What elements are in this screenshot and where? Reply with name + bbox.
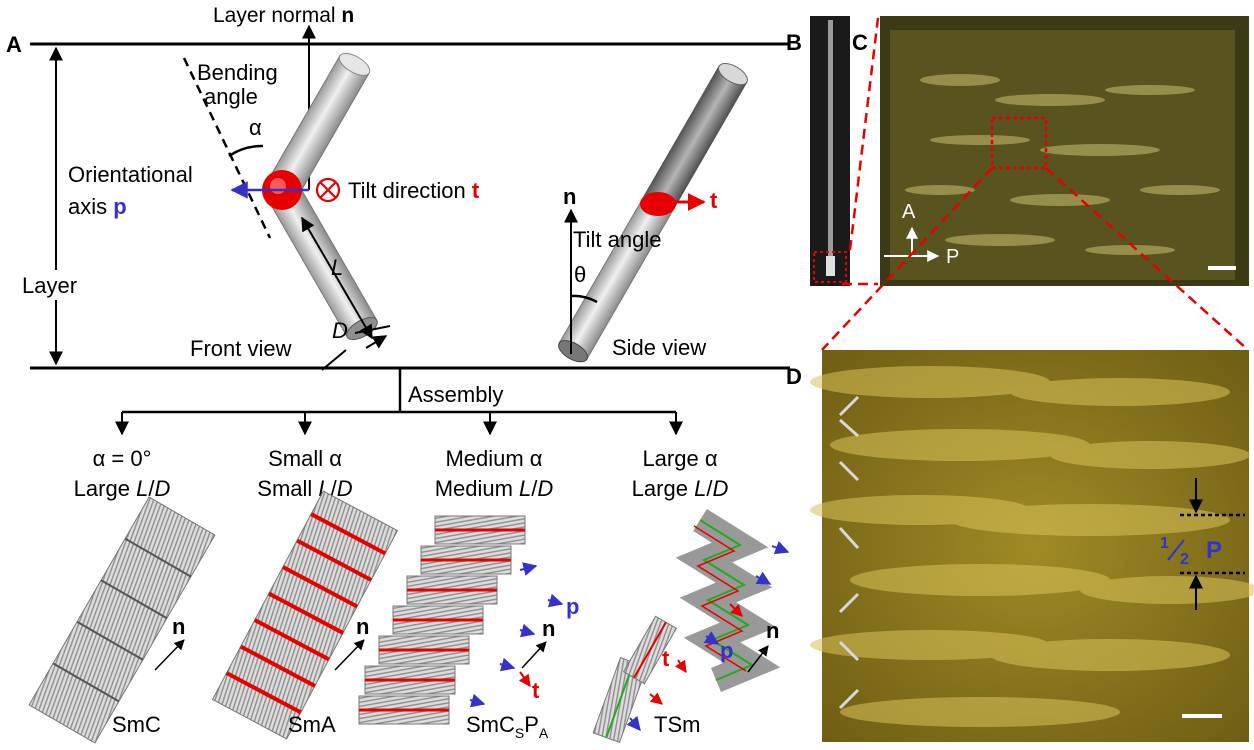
diameter-arrow xyxy=(365,335,388,349)
panel-label-c: C xyxy=(852,30,868,55)
phase4-alpha: Large α xyxy=(642,446,717,471)
side-t-label: t xyxy=(710,188,718,213)
layer-label-bg xyxy=(20,270,86,300)
phase1-alpha: α = 0° xyxy=(93,446,152,471)
half-num: 1 xyxy=(1160,535,1169,552)
sma-n-arrow xyxy=(334,639,365,671)
smcspa-n-arrow xyxy=(521,641,547,669)
length-arrow xyxy=(301,216,373,340)
scale-bar-c xyxy=(1208,266,1236,270)
smcspa-t-arrow xyxy=(518,671,531,687)
length-label: L xyxy=(331,255,343,280)
smcspa-p-arrow-1 xyxy=(519,562,538,576)
sma-label: SmA xyxy=(288,712,336,737)
polarizer-dashes xyxy=(838,395,860,710)
capillary-zoom-box xyxy=(813,251,847,283)
panel-label-a: A xyxy=(6,32,22,57)
theta-label: θ xyxy=(574,262,586,287)
axis-label: axis p xyxy=(68,194,127,219)
bending-angle-arc xyxy=(228,144,264,158)
panel-b: B xyxy=(786,16,850,286)
smc-stack-illustration xyxy=(28,496,216,744)
assembly-label: Assembly xyxy=(408,382,503,407)
sma-stack-illustration xyxy=(211,490,399,740)
smc-n-label: n xyxy=(172,614,185,639)
tsm-n-label: n xyxy=(766,618,779,643)
orientational-label: Orientational xyxy=(68,162,193,187)
smcspa-label: SmCSPA xyxy=(466,712,549,741)
polarizer-label: P xyxy=(946,246,959,268)
smcspa-stack-illustration xyxy=(358,515,526,725)
angle-label: angle xyxy=(204,84,258,109)
zoomed-texture-bands xyxy=(810,366,1254,727)
smcspa-p-label: p xyxy=(566,594,579,619)
tsm-p-label: p xyxy=(720,638,733,663)
smc-n-arrow xyxy=(154,639,185,671)
smc-label: SmC xyxy=(112,712,161,737)
phase4-ld: Large L/D xyxy=(632,476,729,501)
panel-label-b: B xyxy=(786,30,802,55)
layer-label: Layer xyxy=(22,273,77,298)
zoom-connector-lines xyxy=(821,17,1249,351)
scale-bar-d xyxy=(1182,714,1222,718)
phase2-ld: Small L/D xyxy=(257,476,353,501)
zoomed-micrograph xyxy=(822,350,1249,742)
axis-dashed-line xyxy=(182,57,272,239)
bending-label: Bending xyxy=(197,60,278,85)
tsm-label: TSm xyxy=(654,712,700,737)
phase3-ld: Medium L/D xyxy=(435,476,554,501)
half-den: 2 xyxy=(1180,551,1189,568)
diameter-tick-a xyxy=(354,325,391,334)
tsm-p-arrow xyxy=(703,631,720,645)
diameter-label: D xyxy=(332,318,348,343)
tilt-direction-label: Tilt direction t xyxy=(348,178,480,203)
smcspa-n-label: n xyxy=(542,616,555,641)
tilt-angle-label: Tilt angle xyxy=(573,227,661,252)
smcspa-p-arrow-2 xyxy=(547,593,564,608)
analyzer-label: A xyxy=(902,201,916,223)
panel-c: C A P xyxy=(852,16,1249,286)
tsm-stack-illustration xyxy=(592,508,781,744)
panel-a: A Layer Layer normal n Bending xyxy=(6,4,790,744)
smcspa-t-label: t xyxy=(532,678,540,703)
tilt-angle-arc xyxy=(570,294,598,304)
phase1-ld: Large L/D xyxy=(74,476,171,501)
bent-rod-side xyxy=(558,63,748,363)
micrograph-zoom-box xyxy=(990,116,1048,170)
side-view-label: Side view xyxy=(612,335,706,360)
front-view-label: Front view xyxy=(190,336,292,361)
panel-label-d: D xyxy=(786,364,802,389)
phase3-alpha: Medium α xyxy=(445,446,542,471)
tsm-t-label: t xyxy=(662,646,670,671)
panel-d: D 1 2 P xyxy=(786,350,1254,742)
tilt-direction-into-page-icon xyxy=(315,177,341,203)
alpha-label: α xyxy=(249,115,262,140)
pitch-label: P xyxy=(1206,537,1222,564)
phase2-alpha: Small α xyxy=(268,446,342,471)
layer-normal-label: Layer normal n xyxy=(213,4,354,27)
tsm-n-arrow xyxy=(747,645,769,673)
sma-n-label: n xyxy=(356,614,369,639)
side-n-label: n xyxy=(563,184,576,209)
